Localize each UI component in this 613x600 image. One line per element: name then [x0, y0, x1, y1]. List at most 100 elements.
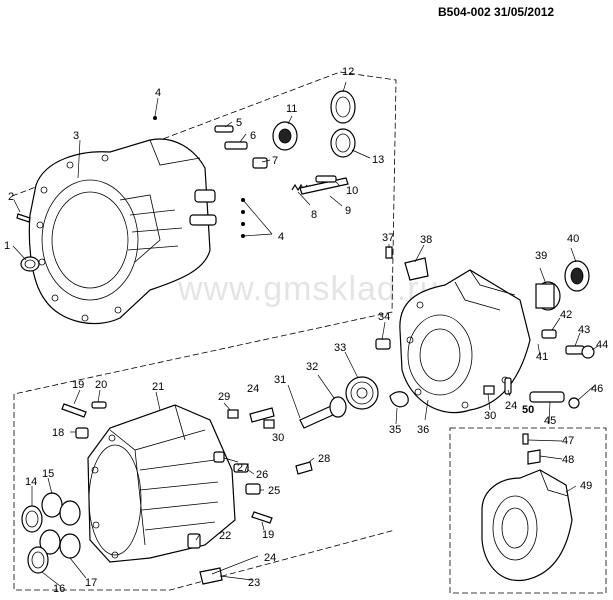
transmission-case-part-21 — [87, 404, 236, 563]
callout-2: 2 — [8, 191, 14, 203]
callout-46: 46 — [591, 383, 603, 395]
extension-housing-group — [375, 244, 599, 425]
seal-ring-part-1 — [20, 256, 40, 272]
gear-shaft-group — [223, 351, 409, 429]
callout-26: 26 — [256, 469, 268, 481]
upper-leader-lines — [12, 81, 371, 261]
bushing-part-7 — [252, 157, 268, 169]
seal-rings-parts-14-17 — [21, 492, 81, 574]
callout-29: 29 — [218, 391, 230, 403]
callout-16: 16 — [53, 583, 65, 595]
plug-part-20 — [91, 401, 107, 409]
plug-part-18 — [75, 427, 89, 439]
callout-9: 9 — [345, 205, 351, 217]
transmission-case-group — [13, 389, 396, 591]
callout-28: 28 — [318, 453, 330, 465]
callout-42: 42 — [560, 309, 572, 321]
callout-19-upper: 19 — [72, 379, 84, 391]
pin-part-5 — [214, 125, 234, 133]
sleeve-part-10 — [315, 175, 337, 183]
case-bolt-holes — [91, 434, 119, 559]
upper-group-boundary — [11, 71, 397, 395]
callout-5: 5 — [236, 117, 242, 129]
housing-boss-lower — [189, 214, 217, 226]
bracket-part-38 — [404, 257, 429, 281]
callout-8: 8 — [311, 209, 317, 221]
bearing-cup-part-13 — [330, 128, 356, 158]
callout-18: 18 — [52, 427, 64, 439]
callout-34: 34 — [378, 311, 390, 323]
callout-7: 7 — [272, 155, 278, 167]
pin-part-24-right — [504, 377, 512, 395]
callout-24-lower: 24 — [264, 552, 276, 564]
callout-33: 33 — [334, 342, 346, 354]
callout-27: 27 — [237, 462, 249, 474]
callout-17: 17 — [85, 577, 97, 589]
lower-leader-lines — [31, 389, 315, 587]
bolt-part-19-lower — [251, 511, 273, 524]
callout-12: 12 — [342, 66, 354, 78]
pin-part-6 — [224, 141, 248, 150]
callout-37: 37 — [382, 232, 394, 244]
drain-plug-part-22 — [187, 533, 201, 549]
clutch-housing-group — [11, 71, 397, 395]
callout-11: 11 — [286, 103, 297, 115]
callout-30-center: 30 — [272, 432, 284, 444]
callout-6: 6 — [250, 130, 256, 142]
callout-48: 48 — [562, 454, 574, 466]
callout-25: 25 — [268, 485, 280, 497]
clutch-housing-inner-bore — [51, 191, 129, 289]
callout-1: 1 — [4, 240, 10, 252]
bracket-part-48 — [527, 449, 541, 465]
switch-part-28 — [295, 461, 313, 475]
callout-50: 50 — [522, 404, 534, 416]
callout-4-top: 4 — [155, 87, 161, 99]
inset-panel-border — [449, 427, 607, 594]
housing-bolt-holes — [36, 154, 122, 322]
callout-32: 32 — [306, 361, 318, 373]
pin-part-29 — [227, 409, 239, 419]
callout-49: 49 — [580, 480, 592, 492]
callout-44: 44 — [596, 339, 608, 351]
callout-21: 21 — [152, 381, 164, 393]
bushing-part-34 — [375, 338, 391, 350]
inset-panel — [449, 427, 607, 594]
bracket-part-23 — [199, 567, 223, 585]
pin-part-30-right — [483, 385, 495, 395]
callout-15: 15 — [42, 468, 54, 480]
callout-45: 45 — [544, 415, 556, 427]
housing-boss — [194, 189, 216, 203]
bolt-part-47 — [522, 433, 529, 445]
callout-19-lower: 19 — [262, 529, 274, 541]
callout-24-right: 24 — [505, 400, 517, 412]
bearing-cup-part-12 — [330, 90, 356, 124]
callout-14: 14 — [25, 476, 37, 488]
bolt-part-43 — [565, 345, 585, 355]
callout-31: 31 — [274, 374, 286, 386]
callout-41: 41 — [536, 351, 548, 363]
inset-leader-lines — [527, 439, 577, 493]
callout-43: 43 — [578, 324, 590, 336]
pin-part-30-center — [263, 419, 275, 429]
speed-sensor-part-45 — [529, 391, 565, 403]
plug-part-27 — [213, 451, 225, 463]
sleeve-part-32 — [329, 396, 347, 418]
clip-part-42 — [541, 329, 557, 339]
bracket-part-24-center — [249, 407, 275, 423]
lower-group-boundary — [13, 394, 396, 591]
callout-13: 13 — [372, 154, 384, 166]
right-leader-lines — [381, 244, 599, 425]
callout-labels: 1 2 3 4 4 5 6 7 8 9 10 11 12 13 14 15 16… — [4, 66, 608, 595]
callout-3: 3 — [73, 130, 79, 142]
callout-38: 38 — [420, 234, 432, 246]
bolt-part-37 — [385, 246, 393, 259]
callout-36: 36 — [417, 424, 429, 436]
plug-part-26 — [233, 463, 249, 473]
callout-24-center: 24 — [247, 383, 259, 395]
center-leader-lines — [223, 351, 398, 425]
callout-35: 35 — [389, 424, 401, 436]
callout-47: 47 — [562, 435, 574, 447]
callout-23: 23 — [248, 577, 260, 589]
callout-22: 22 — [219, 530, 231, 542]
plug-part-25 — [245, 483, 261, 495]
